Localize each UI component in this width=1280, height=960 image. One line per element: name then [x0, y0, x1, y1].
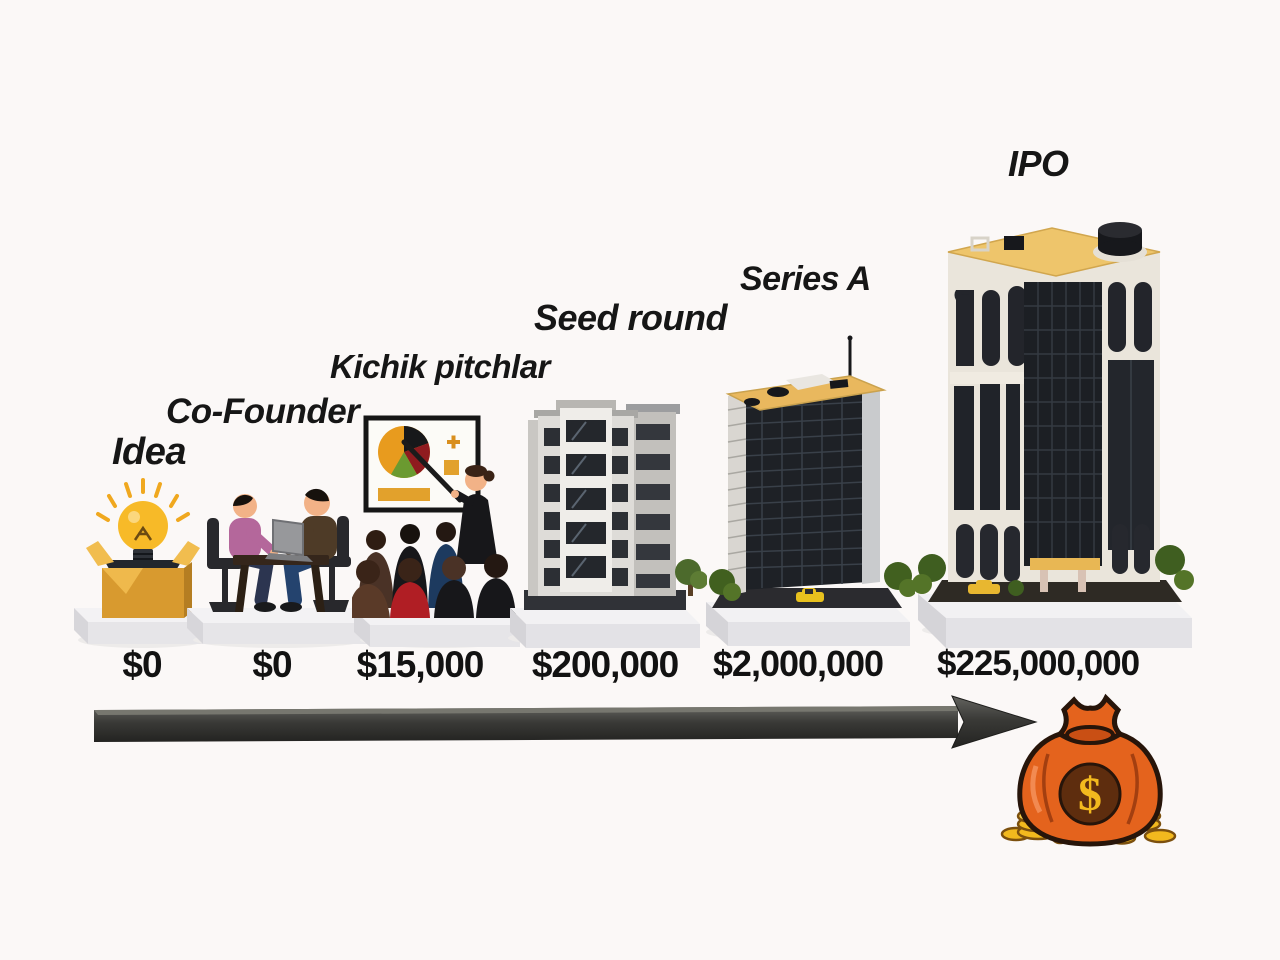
stage-label-small-pitches: Kichik pitchlar — [330, 348, 550, 385]
audience — [352, 522, 516, 618]
person-left — [229, 494, 278, 612]
stage-amount-small-pitches: $15,000 — [356, 644, 485, 685]
building — [712, 335, 902, 608]
stage-amount-series-a: $2,000,000 — [712, 643, 884, 684]
stage-amount-idea: $0 — [122, 644, 162, 685]
co-founders-meeting-icon — [187, 488, 371, 648]
glass-tower-building-icon — [706, 335, 915, 646]
presenter — [401, 439, 498, 564]
money-bag-icon: $ — [1000, 693, 1177, 847]
dollar-sign: $ — [1078, 768, 1102, 821]
tree-icon — [675, 559, 707, 596]
tree-icon — [912, 545, 1194, 596]
taxi-icon — [796, 588, 824, 602]
platform — [510, 608, 700, 648]
skyscraper-building-icon — [912, 222, 1194, 648]
stage-amount-ipo: $225,000,000 — [937, 644, 1140, 683]
stage-amount-seed-round: $200,000 — [531, 644, 679, 685]
timeline-arrow-icon — [94, 695, 1038, 749]
building — [928, 222, 1182, 602]
open-box — [86, 541, 200, 618]
stage-label-series-a: Series A — [740, 260, 871, 298]
laptop-icon — [265, 518, 313, 562]
platform — [918, 594, 1192, 648]
tree-icon — [709, 562, 915, 601]
stage-label-idea: Idea — [112, 431, 187, 473]
pitch-presentation-icon — [352, 415, 520, 648]
lightbulb-icon — [96, 478, 190, 563]
mid-rise-building-icon — [508, 400, 707, 648]
bag: $ — [1017, 693, 1163, 847]
stage-amount-co-founder: $0 — [252, 644, 292, 685]
stage-label-ipo: IPO — [1008, 143, 1069, 184]
idea-box-lightbulb-icon — [74, 478, 210, 648]
building — [524, 400, 686, 610]
stage-label-co-founder: Co-Founder — [166, 392, 360, 431]
platform — [706, 602, 910, 646]
office-chairs — [207, 516, 351, 612]
platform — [187, 608, 371, 644]
stage-label-seed-round: Seed round — [534, 297, 728, 338]
taxi-icon — [968, 580, 1000, 594]
